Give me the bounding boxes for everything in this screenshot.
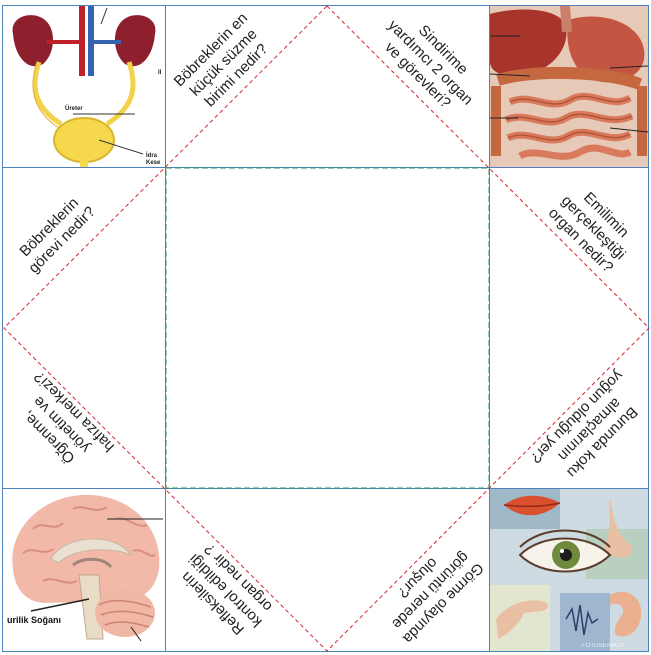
medulla-label: urilik Soğanı — [7, 615, 61, 625]
kidney-side-label: II — [158, 70, 162, 76]
urinary-system-image: Üreter İdra Kese II — [3, 6, 165, 167]
ureter-label: Üreter — [65, 105, 83, 112]
watermark: FOTOSEARCH — [582, 643, 624, 649]
brain-image: urilik Soğanı — [3, 489, 165, 651]
bladder-label-1: İdra — [146, 152, 158, 159]
digestive-system-image — [490, 6, 648, 167]
senses-image: FOTOSEARCH — [490, 489, 648, 651]
bladder-label-2: Kese — [146, 160, 161, 166]
red-diamond — [3, 5, 650, 652]
green-square — [165, 167, 490, 489]
